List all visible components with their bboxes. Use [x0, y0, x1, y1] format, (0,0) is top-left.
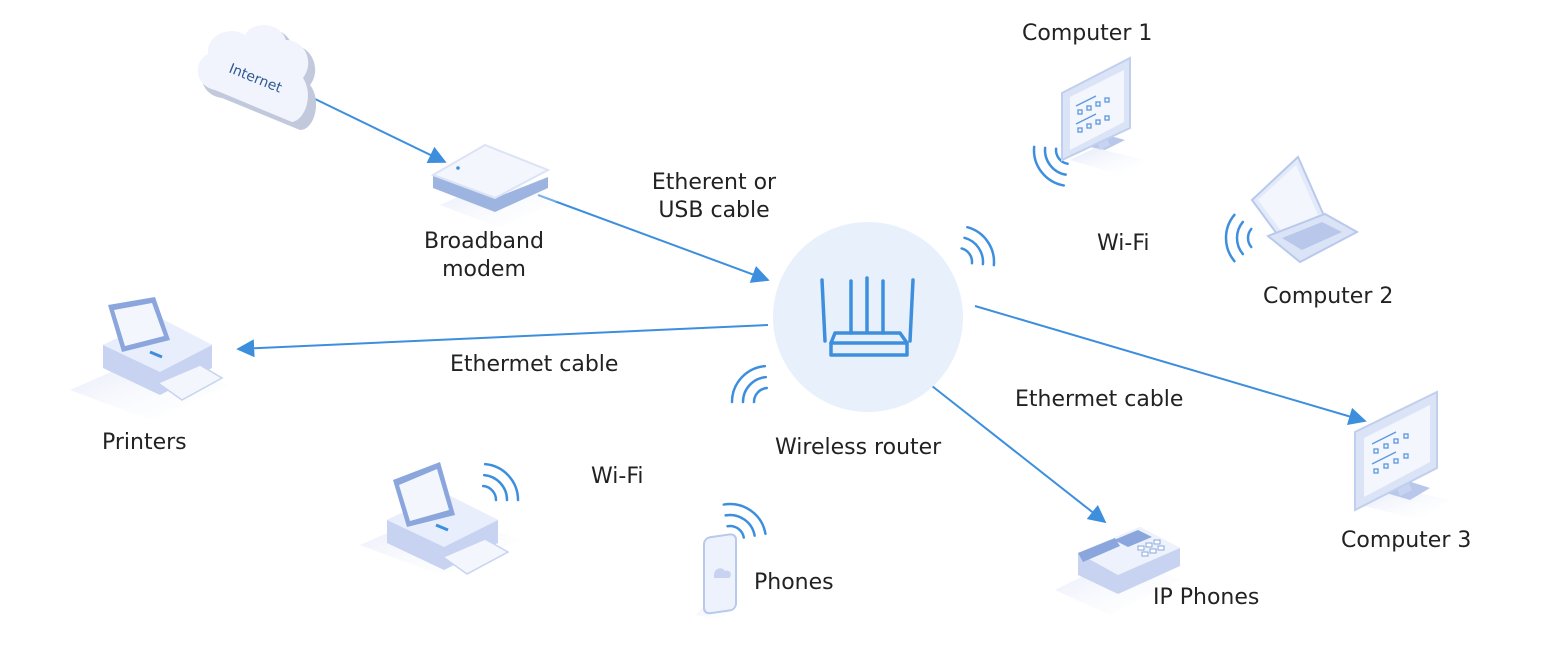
computer3-label: Computer 3 [1341, 528, 1472, 553]
wifi-arc [481, 484, 498, 502]
wifi-arc [482, 473, 509, 502]
wifi-icon-computer2 [1224, 213, 1253, 263]
modem-label-line2: modem [442, 257, 526, 282]
link-router-printers-label: Ethermet cable [450, 352, 619, 377]
wifi-arc [966, 225, 996, 267]
wifi-icon-phone [722, 502, 767, 539]
wifi-arc [1054, 147, 1069, 166]
wifi-icon-printer [481, 462, 520, 502]
wifi-arc [1224, 213, 1236, 263]
wifi-arc [1043, 146, 1067, 176]
wifi-arc [963, 236, 985, 266]
printers-label: Printers [102, 430, 187, 455]
link-router-computer3 [974, 305, 1367, 426]
computer2-laptop-icon [1250, 155, 1360, 264]
computer3-monitor-icon [1354, 390, 1450, 520]
computer1-label: Computer 1 [1022, 21, 1153, 46]
link-router-ipphones [931, 385, 1107, 524]
printer-wired-icon [70, 297, 230, 420]
smartphone-icon [696, 533, 740, 620]
wifi-icon-router-upper [960, 225, 996, 267]
link-modem-router-label: Etherent or USB cable [634, 169, 794, 225]
computer1-monitor-icon [1061, 56, 1145, 175]
wifi-arc [752, 386, 769, 404]
computer2-label: Computer 2 [1263, 284, 1394, 309]
wifi-arc [1235, 220, 1245, 256]
wifi-label-lower: Wi-Fi [591, 464, 644, 489]
wifi-arc [483, 462, 520, 502]
printer-wifi-icon [360, 462, 520, 575]
modem-label-line1: Broadband [424, 229, 544, 254]
modem-icon [430, 143, 560, 228]
link-label-line1: Etherent or [651, 170, 777, 195]
link-internet-modem [312, 97, 447, 164]
router-icon [820, 276, 915, 357]
wifi-arc [726, 524, 746, 539]
wifi-arc [1246, 227, 1253, 249]
modem-label: Broadband modem [414, 228, 554, 284]
wifi-label-upper: Wi-Fi [1097, 231, 1150, 256]
wifi-icon-router-lower [730, 364, 769, 404]
wifi-arc [724, 513, 756, 537]
router-node [773, 222, 963, 412]
wifi-arc [730, 364, 767, 404]
link-label-line2: USB cable [658, 198, 770, 223]
wifi-arc [722, 502, 767, 535]
link-modem-router [537, 194, 770, 283]
wifi-arc [960, 247, 974, 265]
link-router-computer3-label: Ethermet cable [1015, 387, 1184, 412]
wifi-icon-computer1 [1032, 145, 1069, 187]
wifi-arc [1032, 145, 1065, 187]
ip-phones-label: IP Phones [1153, 585, 1260, 610]
wifi-arc [741, 375, 768, 404]
internet-cloud-icon: Internet [197, 24, 317, 130]
phones-label: Phones [754, 570, 834, 595]
router-label: Wireless router [775, 435, 942, 460]
links [236, 97, 1367, 524]
wifi-signals [481, 145, 1253, 539]
link-router-printers [236, 324, 769, 358]
desk-phone-icon [1055, 527, 1180, 615]
